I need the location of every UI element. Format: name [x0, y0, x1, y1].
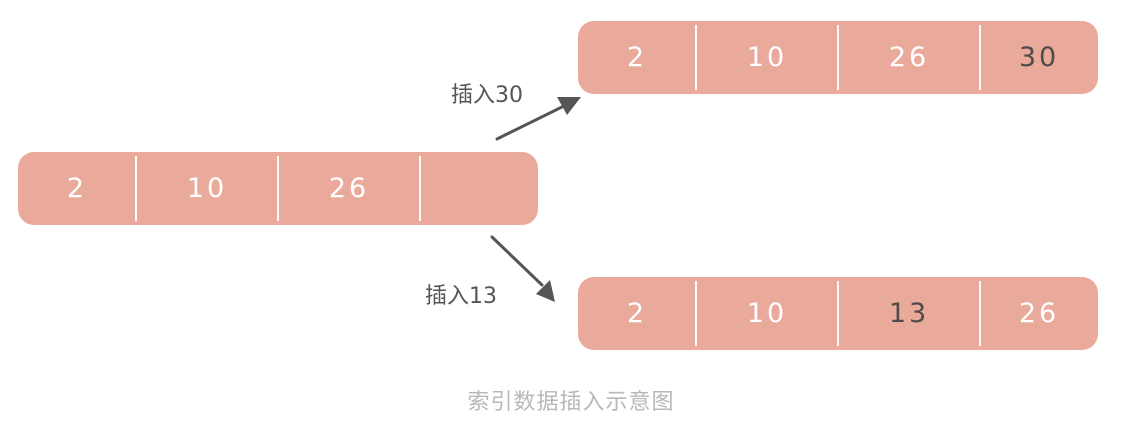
- arrow-to-insert-13: [490, 235, 555, 302]
- array-cell: 26: [277, 152, 420, 225]
- array-cell: 10: [135, 152, 278, 225]
- array-cell-inserted: 30: [979, 21, 1098, 94]
- array-cell-inserted: 13: [837, 277, 980, 350]
- array-cell: 26: [837, 21, 980, 94]
- figure-caption: 索引数据插入示意图: [467, 390, 675, 415]
- array-cell: 2: [626, 298, 648, 329]
- array-cell: 10: [695, 21, 838, 94]
- array-cell: 2: [66, 173, 88, 204]
- result-array-insert-30: 2 10 26 30: [578, 21, 1098, 94]
- array-cell: 10: [695, 277, 838, 350]
- array-cell: 2: [626, 42, 648, 73]
- source-array: 2 10 26: [18, 152, 538, 225]
- insert-13-label: 插入13: [425, 284, 497, 309]
- array-cell-empty: [419, 152, 538, 225]
- arrow-to-insert-30: [495, 97, 581, 141]
- result-array-insert-13: 2 10 13 26: [578, 277, 1098, 350]
- array-cell: 26: [979, 277, 1098, 350]
- insert-30-label: 插入30: [451, 83, 523, 108]
